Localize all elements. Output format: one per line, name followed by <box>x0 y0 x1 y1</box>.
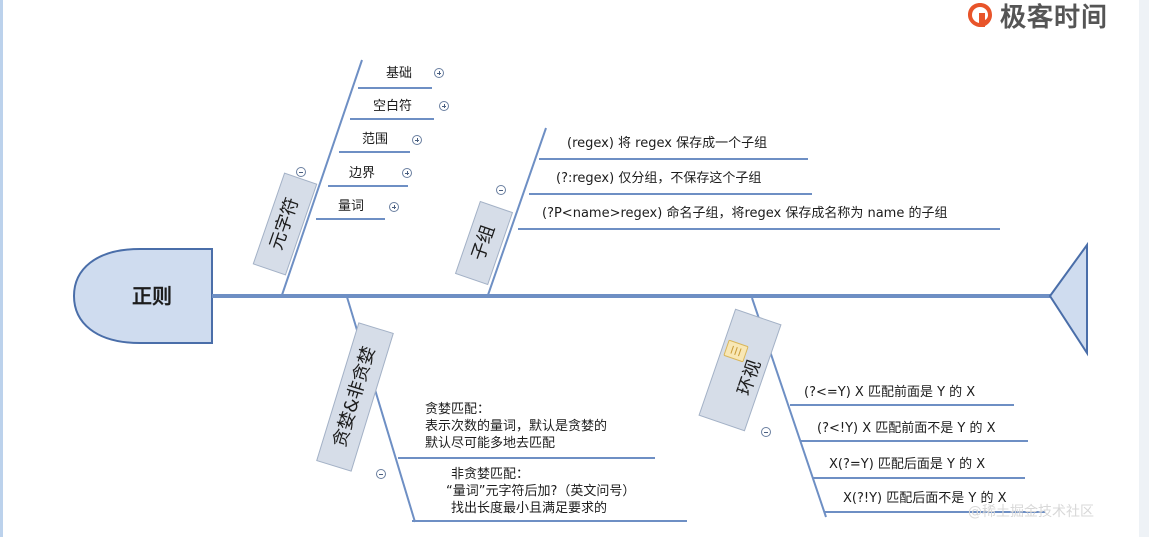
subgroup-item-named: (?P<name>regex) 命名子组，将regex 保存成名称为 name … <box>542 206 948 221</box>
expand-whitespace-icon[interactable] <box>439 101 449 111</box>
nongreedy-note-line: “量词”元字符后加?（英文问号） <box>446 484 636 499</box>
greedy-note-line: 默认尽可能多地去匹配 <box>425 436 556 451</box>
nongreedy-note-title: 非贪婪匹配： <box>451 467 530 482</box>
greedy-pill <box>316 322 394 472</box>
head-shape <box>72 248 213 344</box>
note-icon <box>723 339 749 363</box>
expand-basic-icon[interactable] <box>434 68 444 78</box>
nongreedy-note-line: 找出长度最小且满足要求的 <box>451 501 608 516</box>
lookahead-positive: X(?=Y) 匹配后面是 Y 的 X <box>829 457 986 472</box>
subgroup-collapse-toggle[interactable] <box>496 185 506 195</box>
lookbehind-negative: (?<!Y) X 匹配前面不是 Y 的 X <box>817 421 996 436</box>
left-edge-bar <box>0 0 3 537</box>
right-edge-bar <box>1139 0 1149 537</box>
lookbehind-positive: (?<=Y) X 匹配前面是 Y 的 X <box>804 385 976 400</box>
subgroup-pill <box>454 200 514 286</box>
subgroup-bone <box>487 127 547 296</box>
metachar-item-range[interactable]: 范围 <box>362 132 389 147</box>
logo-mark-icon <box>968 3 992 27</box>
expand-range-icon[interactable] <box>412 135 422 145</box>
greedy-note-title: 贪婪匹配： <box>425 402 491 417</box>
metachar-item-whitespace[interactable]: 空白符 <box>373 99 413 114</box>
watermark: @稀土掘金技术社区 <box>968 504 1094 520</box>
subgroup-item-noncapture: (?:regex) 仅分组，不保存这个子组 <box>556 171 762 186</box>
metachar-item-basic[interactable]: 基础 <box>386 66 413 81</box>
metachar-item-quantifier[interactable]: 量词 <box>338 199 365 214</box>
lookahead-negative: X(?!Y) 匹配后面不是 Y 的 X <box>843 491 1007 506</box>
lookaround-pill <box>698 308 782 432</box>
metachar-bone <box>281 59 363 296</box>
greedy-collapse-toggle[interactable] <box>376 469 386 479</box>
greedy-note-line: 表示次数的量词，默认是贪婪的 <box>425 419 608 434</box>
logo: 极客时间 <box>966 0 1108 33</box>
head-label: 正则 <box>132 284 172 308</box>
expand-quantifier-icon[interactable] <box>389 202 399 212</box>
metachar-item-boundary[interactable]: 边界 <box>349 166 376 181</box>
subgroup-item-capture: (regex) 将 regex 保存成一个子组 <box>567 136 768 151</box>
logo-text: 极客时间 <box>1000 2 1109 33</box>
expand-boundary-icon[interactable] <box>402 168 412 178</box>
metachar-pill <box>252 172 318 276</box>
tail-shape <box>1048 241 1088 357</box>
metachar-collapse-toggle[interactable] <box>296 167 306 177</box>
lookaround-collapse-toggle[interactable] <box>761 427 771 437</box>
